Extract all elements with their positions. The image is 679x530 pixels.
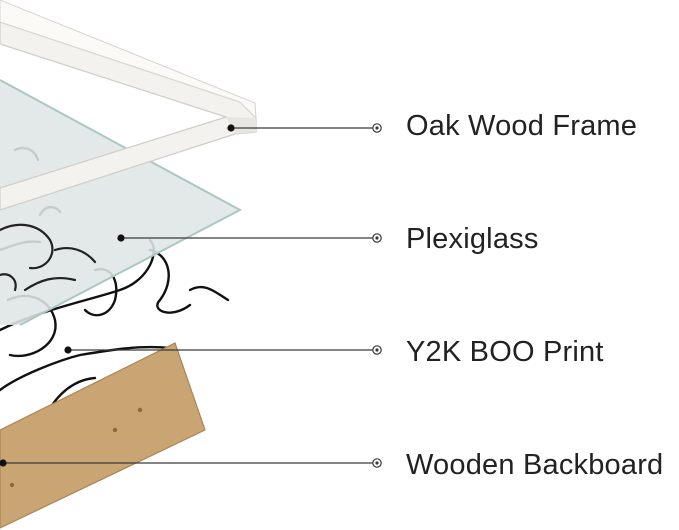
target-marker-print <box>372 345 382 355</box>
anchor-dots <box>0 124 235 467</box>
anchor-dot-backboard <box>0 459 7 467</box>
anchor-dot-plexiglass <box>117 234 125 242</box>
label-y2k-boo-print: Y2K BOO Print <box>406 336 604 368</box>
anchor-dot-frame <box>227 124 235 132</box>
target-marker-plexiglass <box>372 233 382 243</box>
label-plexiglass: Plexiglass <box>406 223 539 255</box>
plexiglass-layer <box>0 79 243 326</box>
target-marker-backboard <box>372 458 382 468</box>
target-markers <box>372 123 382 468</box>
target-marker-frame <box>372 123 382 133</box>
anchor-dot-print <box>64 346 72 354</box>
wooden-backboard <box>0 342 207 529</box>
label-wooden-backboard: Wooden Backboard <box>406 449 664 481</box>
line-art-under-glass <box>0 223 97 292</box>
label-oak-wood-frame: Oak Wood Frame <box>406 110 638 142</box>
leader-lines <box>3 127 377 464</box>
